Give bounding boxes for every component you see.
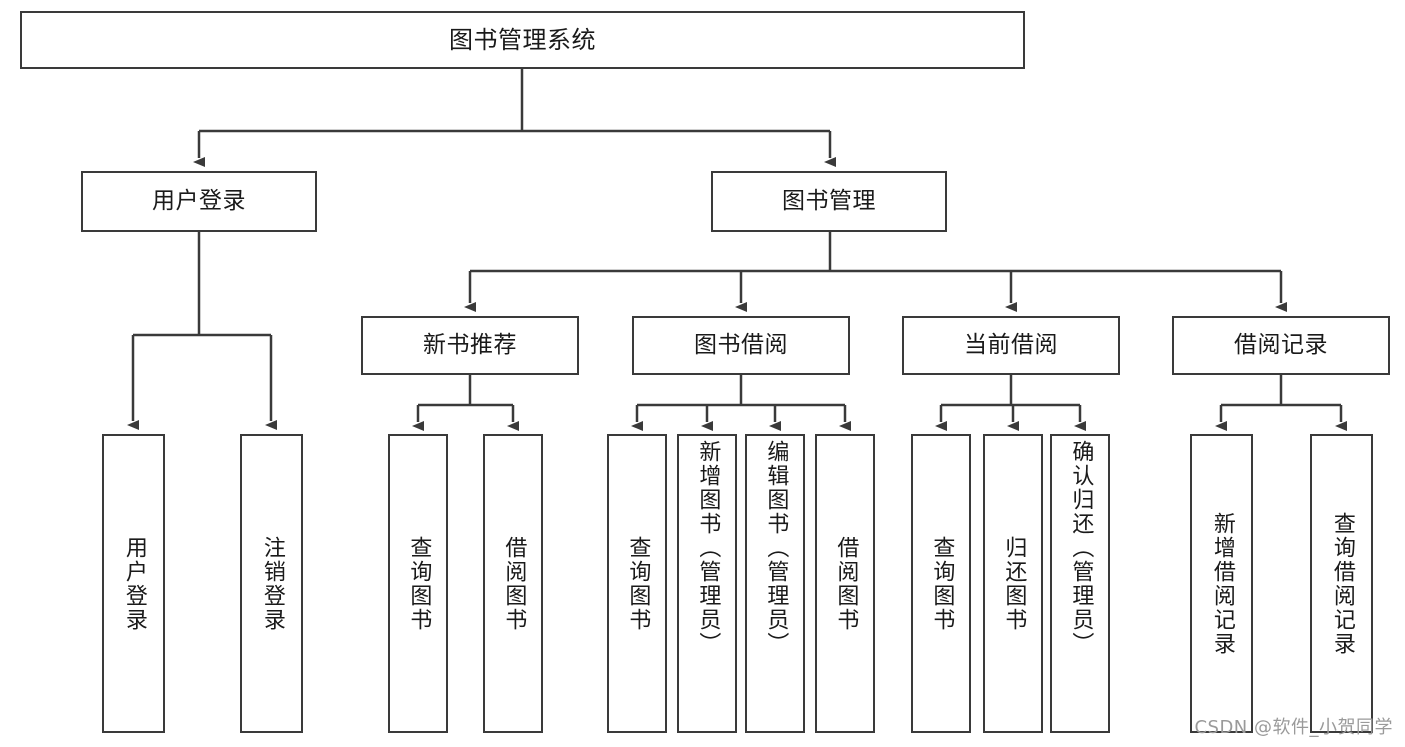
node-leaf-user-logout[interactable]: 注销登录 (240, 434, 303, 733)
node-leaf-bor-edit-book-label: 编辑图书（管理员） (763, 440, 789, 656)
node-leaf-bor-borrow-book-label: 借阅图书 (833, 535, 859, 632)
node-root[interactable]: 图书管理系统 (20, 11, 1025, 69)
node-leaf-cur-return-book[interactable]: 归还图书 (983, 434, 1043, 733)
node-leaf-user-logout-label: 注销登录 (259, 535, 285, 632)
node-leaf-user-login-label: 用户登录 (121, 535, 147, 632)
node-leaf-rec-borrow-book[interactable]: 借阅图书 (483, 434, 543, 733)
node-leaf-cur-return-book-label: 归还图书 (1001, 535, 1027, 632)
node-leaf-rec-borrow-book-label: 借阅图书 (501, 535, 527, 632)
node-user-login[interactable]: 用户登录 (81, 171, 317, 232)
node-leaf-cur-query-book[interactable]: 查询图书 (911, 434, 971, 733)
node-leaf-user-login[interactable]: 用户登录 (102, 434, 165, 733)
node-leaf-cur-query-book-label: 查询图书 (929, 535, 955, 632)
node-leaf-bor-query-book-label: 查询图书 (625, 535, 651, 632)
node-book-borrow[interactable]: 图书借阅 (632, 316, 850, 375)
node-leaf-rec-query-record[interactable]: 查询借阅记录 (1310, 434, 1373, 733)
node-new-book-rec[interactable]: 新书推荐 (361, 316, 579, 375)
node-book-manage-label: 图书管理 (782, 187, 876, 214)
node-leaf-rec-query-book[interactable]: 查询图书 (388, 434, 448, 733)
node-new-book-rec-label: 新书推荐 (423, 331, 517, 358)
node-user-login-label: 用户登录 (152, 187, 246, 214)
node-leaf-bor-query-book[interactable]: 查询图书 (607, 434, 667, 733)
node-book-borrow-label: 图书借阅 (694, 331, 788, 358)
node-leaf-bor-edit-book[interactable]: 编辑图书（管理员） (745, 434, 805, 733)
node-current-borrow[interactable]: 当前借阅 (902, 316, 1120, 375)
node-leaf-rec-add-record[interactable]: 新增借阅记录 (1190, 434, 1253, 733)
node-leaf-rec-query-record-label: 查询借阅记录 (1329, 511, 1355, 656)
node-leaf-cur-confirm-return[interactable]: 确认归还（管理员） (1050, 434, 1110, 733)
node-leaf-rec-query-book-label: 查询图书 (406, 535, 432, 632)
node-borrow-record[interactable]: 借阅记录 (1172, 316, 1390, 375)
node-borrow-record-label: 借阅记录 (1234, 331, 1328, 358)
node-leaf-cur-confirm-return-label: 确认归还（管理员） (1068, 440, 1094, 656)
node-leaf-bor-add-book-label: 新增图书（管理员） (695, 440, 721, 656)
node-leaf-bor-add-book[interactable]: 新增图书（管理员） (677, 434, 737, 733)
node-book-manage[interactable]: 图书管理 (711, 171, 947, 232)
node-current-borrow-label: 当前借阅 (964, 331, 1058, 358)
node-root-label: 图书管理系统 (449, 25, 596, 54)
node-leaf-bor-borrow-book[interactable]: 借阅图书 (815, 434, 875, 733)
node-leaf-rec-add-record-label: 新增借阅记录 (1209, 511, 1235, 656)
